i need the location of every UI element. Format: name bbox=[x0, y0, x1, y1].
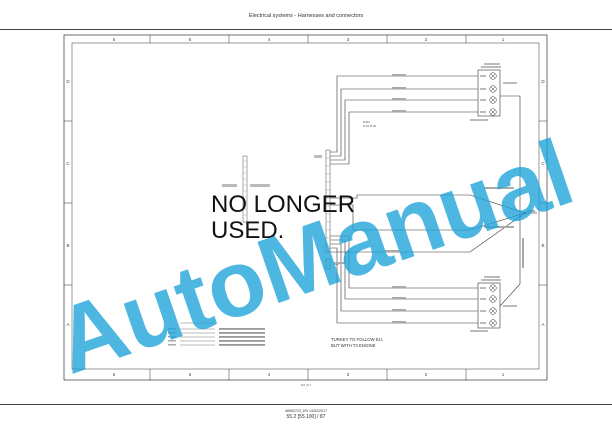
watermark-text: AutoManual bbox=[43, 119, 586, 393]
col-label-top: 5 bbox=[189, 37, 192, 42]
row-label-right: B bbox=[541, 243, 544, 248]
row-label-right: C bbox=[541, 161, 545, 166]
frame-grid bbox=[64, 35, 547, 380]
overlay-no-longer: NO LONGER bbox=[211, 191, 355, 218]
frame-inner bbox=[71, 42, 540, 370]
col-label-bottom: 2 bbox=[425, 372, 428, 377]
footer-doc-id: 48083723_EN 14/02/2017 bbox=[285, 409, 327, 413]
note-line-2: BUT WITH T3 ENGINE bbox=[331, 343, 376, 348]
frame-outer bbox=[63, 34, 548, 381]
wire-labels-upper bbox=[392, 74, 406, 112]
wires-lower bbox=[330, 235, 478, 324]
col-label-top: 2 bbox=[425, 37, 428, 42]
upper-sensor-module bbox=[470, 63, 517, 121]
row-label-left: C bbox=[66, 161, 70, 166]
col-label-bottom: 1 bbox=[502, 372, 505, 377]
row-label-left: A bbox=[66, 322, 69, 327]
footer: 48083723_EN 14/02/2017 55.2 [55.100] / 8… bbox=[0, 409, 612, 420]
right-wire-labels bbox=[336, 187, 535, 268]
wires-upper bbox=[330, 75, 478, 165]
row-label-right: D bbox=[541, 79, 545, 84]
euro-label-line-2: PLUS PLUS bbox=[363, 125, 377, 128]
euro-label-line-1: EURO bbox=[363, 121, 370, 124]
col-label-top: 1 bbox=[502, 37, 505, 42]
col-label-bottom: 3 bbox=[347, 372, 350, 377]
row-label-left: B bbox=[66, 243, 69, 248]
page-title: Electrical systems - Harnesses and conne… bbox=[248, 13, 364, 19]
row-label-left: D bbox=[66, 79, 70, 84]
col-label-top: 3 bbox=[347, 37, 350, 42]
col-label-top: 4 bbox=[268, 37, 271, 42]
col-label-bottom: 4 bbox=[268, 372, 271, 377]
footer-page-ref: 55.2 [55.100] / 87 bbox=[286, 414, 326, 420]
header-rule bbox=[0, 29, 612, 30]
wire-labels-lower bbox=[392, 286, 406, 323]
left-connector bbox=[222, 155, 270, 223]
col-label-bottom: 6 bbox=[113, 372, 116, 377]
overlay-used: USED. bbox=[211, 217, 284, 244]
col-label-bottom: 5 bbox=[189, 372, 192, 377]
col-label-top: 6 bbox=[113, 37, 116, 42]
legend-block bbox=[168, 322, 265, 346]
drawing-ref: SA7_01 1 bbox=[301, 384, 312, 387]
lower-sensor-module bbox=[470, 276, 517, 332]
footer-rule bbox=[0, 404, 612, 405]
splice-point bbox=[523, 211, 527, 215]
note-line-1: TURKEY TO FOLLOW EU, bbox=[331, 337, 383, 342]
row-label-right: A bbox=[541, 322, 544, 327]
